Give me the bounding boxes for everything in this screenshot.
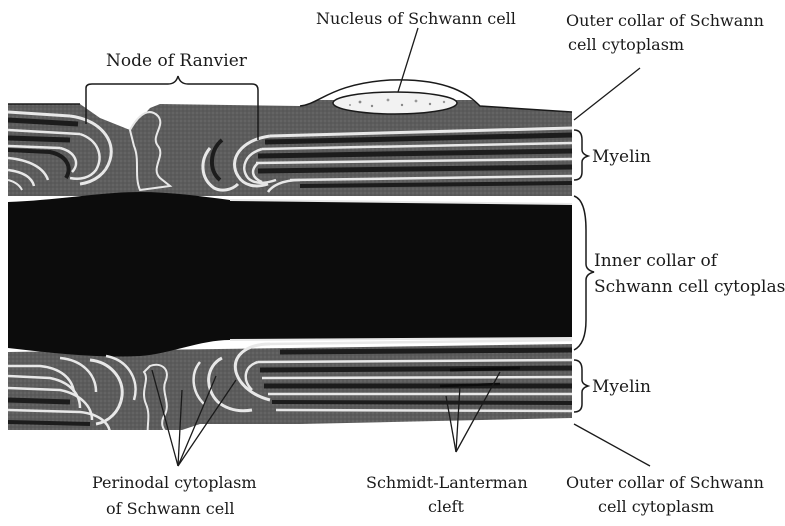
outer-collar-top-pointer: [574, 68, 640, 120]
label-myelin-top: Myelin: [592, 147, 651, 167]
label-outer-collar-bottom-1: Outer collar of Schwann: [566, 473, 764, 492]
label-inner-collar-2: Schwann cell cytoplasm: [594, 277, 785, 297]
outer-collar-bottom-pointer: [574, 424, 650, 466]
label-schmidt-1: Schmidt-Lanterman: [366, 473, 528, 492]
label-perinodal-1: Perinodal cytoplasm: [92, 473, 257, 492]
label-outer-collar-bottom-2: cell cytoplasm: [598, 497, 714, 516]
nucleus-pointer: [398, 28, 418, 92]
label-myelin-bottom: Myelin: [592, 377, 651, 397]
label-schmidt-2: cleft: [428, 497, 464, 516]
label-outer-collar-top-2: cell cytoplasm: [568, 35, 684, 54]
axon: [8, 192, 572, 357]
label-node-of-ranvier: Node of Ranvier: [106, 51, 248, 71]
label-inner-collar-1: Inner collar of: [594, 251, 719, 271]
schwann-nucleus: [333, 92, 457, 114]
label-outer-collar-top-1: Outer collar of Schwann: [566, 11, 764, 30]
inner-collar-bracket: [574, 196, 594, 350]
label-nucleus: Nucleus of Schwann cell: [316, 9, 516, 28]
myelin-top-brace: [574, 130, 588, 180]
label-perinodal-2: of Schwann cell: [106, 499, 234, 518]
myelin-bottom-brace: [574, 360, 588, 412]
